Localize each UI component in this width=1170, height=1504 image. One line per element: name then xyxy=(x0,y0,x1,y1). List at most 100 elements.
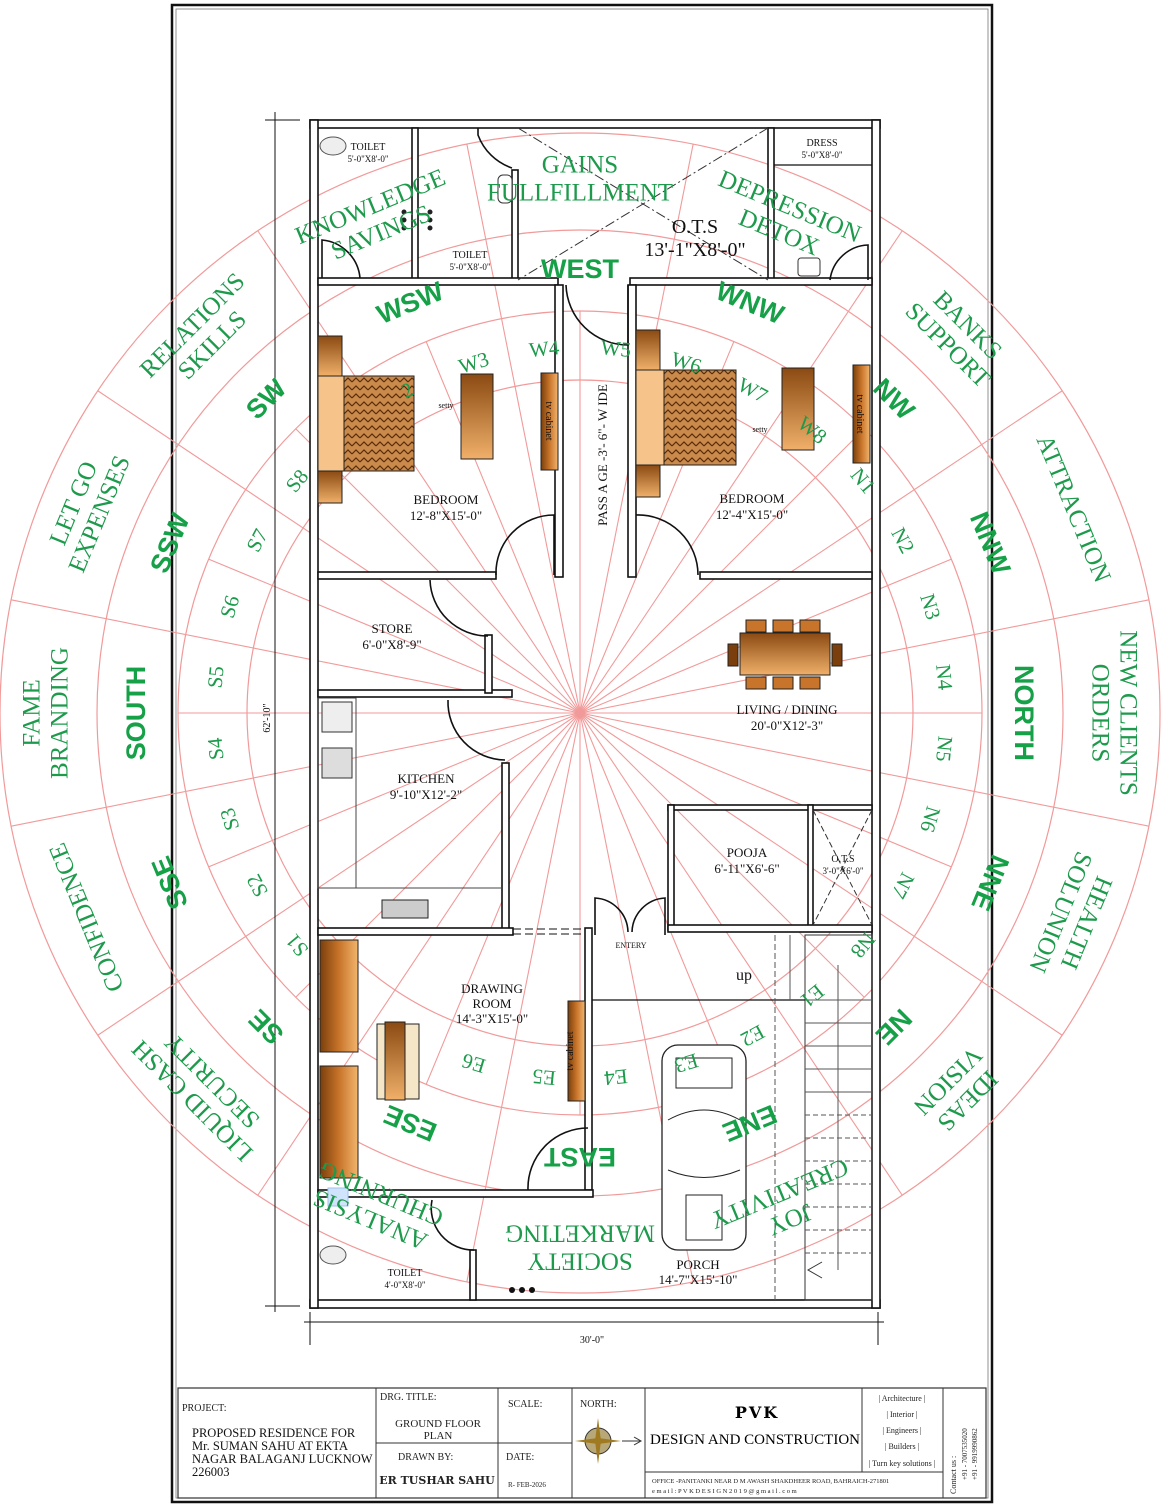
drg-title-label: DRG. TITLE: xyxy=(380,1392,436,1403)
store-size: 6'-0"X8'-9" xyxy=(362,637,421,652)
wall xyxy=(317,927,514,936)
pada-label: S1 xyxy=(281,929,314,961)
pada-label: N7 xyxy=(886,869,919,903)
car-icon xyxy=(661,1044,747,1251)
side-table xyxy=(635,329,661,371)
porch-size: 14'-7"X15'-10" xyxy=(659,1272,738,1287)
porch-label: PORCH xyxy=(676,1257,719,1272)
ots-label: O.T.S xyxy=(672,216,718,238)
room-labels: TOILET 5'-0"X8'-0" TOILET 5'-0"X8'-0" O.… xyxy=(347,138,863,1290)
kitchen-size: 9'-10"X12'-2" xyxy=(390,787,462,802)
wall xyxy=(807,804,814,931)
toilet-3-size: 4'-0"X8'-0" xyxy=(384,1280,425,1290)
chair xyxy=(772,619,794,633)
chakra-ring-outer xyxy=(0,132,1161,1294)
pada-label: N6 xyxy=(915,804,945,836)
toilet-1-label: TOILET xyxy=(351,142,386,153)
zone-boundary-line xyxy=(466,144,581,714)
bed-headboard xyxy=(635,369,667,466)
wall xyxy=(629,277,873,286)
stair-up-label: up xyxy=(736,967,752,984)
zone-attribute-label: FAME xyxy=(19,679,46,747)
zone-attribute-label: ATTRACTION xyxy=(1031,431,1116,586)
chair xyxy=(831,643,843,667)
zone-attribute-label: SOCIETY xyxy=(527,1247,633,1274)
pada-label: E5 xyxy=(531,1064,557,1090)
chair xyxy=(799,676,821,690)
entry-label: ENTERY xyxy=(615,941,646,950)
zone-direction-label: ESE xyxy=(379,1099,440,1147)
date-value: R- FEB-2026 xyxy=(508,1481,546,1489)
project-label: PROJECT: xyxy=(182,1403,227,1414)
wall xyxy=(667,804,675,931)
vastu-chakra xyxy=(0,132,1161,1294)
light-icon xyxy=(509,1287,535,1293)
door-entry-right xyxy=(631,897,666,935)
zone-direction-label: SSW xyxy=(144,509,195,578)
door-drawing xyxy=(527,1127,589,1191)
bedroom-right-label: BEDROOM xyxy=(719,491,784,506)
dress-label: DRESS xyxy=(806,138,837,149)
zone-direction-label: SW xyxy=(240,373,292,425)
door-entry-left xyxy=(594,897,629,935)
pada-label: E2 xyxy=(737,1020,769,1052)
pada-label: S4 xyxy=(203,736,229,761)
toilet-2-size: 5'-0"X8'-0" xyxy=(449,262,490,272)
pada-label: S2 xyxy=(241,870,273,901)
sheet-border xyxy=(170,3,994,1504)
toilet-2-label: TOILET xyxy=(453,250,488,261)
pada-label: N4 xyxy=(931,663,957,691)
zone-boundary-line xyxy=(11,712,581,827)
furniture: tv cabinet setty tv cabinet setty tv cab… xyxy=(317,136,871,1293)
pada-label: W7 xyxy=(734,372,772,407)
zone-attribute-label: NEW CLIENTS xyxy=(1114,630,1141,796)
depth-dimension-label: 62'-10" xyxy=(262,703,273,732)
tv-cabinet xyxy=(852,364,871,464)
door-passage xyxy=(565,284,629,346)
drawing-room-label-2: ROOM xyxy=(472,996,511,1011)
kitchen-counter xyxy=(317,697,357,889)
title-block-frame xyxy=(177,1387,987,1499)
passage-label: PASS A GE -3'- 6"- W IDE xyxy=(595,384,610,526)
wall xyxy=(309,119,881,129)
wash-basin-icon xyxy=(327,1187,349,1207)
zone-direction-label: NORTH xyxy=(1009,665,1039,761)
living-dining-label: LIVING / DINING xyxy=(736,702,837,717)
phone: +91 - 9919990862 xyxy=(971,1428,979,1480)
wall xyxy=(469,1249,477,1301)
zone-direction-label: SOUTH xyxy=(121,666,151,761)
width-dimension-label: 30'-0" xyxy=(580,1335,604,1346)
wall xyxy=(501,762,510,932)
wall xyxy=(667,924,873,933)
office-address: OFFICE -PANITANKI NEAR D M AWASH SHAKDHE… xyxy=(652,1478,889,1485)
contact-label: Contact us : xyxy=(949,1456,958,1494)
service: | Interior | xyxy=(886,1410,917,1419)
drawing-room-label-1: DRAWING xyxy=(461,981,523,996)
fridge-icon xyxy=(321,701,353,733)
ots-small-size: 3'-0"X6'-0" xyxy=(822,866,863,876)
wall xyxy=(699,571,873,580)
service: | Architecture | xyxy=(879,1394,926,1403)
tv-cabinet xyxy=(567,1000,586,1102)
door-dress xyxy=(829,244,869,281)
zone-direction-label: SSE xyxy=(146,852,194,913)
wall xyxy=(317,689,513,698)
study-table xyxy=(460,373,494,460)
chair xyxy=(727,643,739,667)
company-name: DESIGN AND CONSTRUCTION xyxy=(650,1432,860,1448)
staircase[interactable]: up xyxy=(736,934,873,1301)
pada-line xyxy=(579,712,865,998)
zone-direction-label: EAST xyxy=(543,1142,616,1172)
zone-attribute-label: GAINS xyxy=(542,152,618,179)
chair xyxy=(799,619,821,633)
shower-icon xyxy=(401,209,433,231)
stove-icon xyxy=(381,899,429,919)
zone-direction-label: SE xyxy=(243,1003,290,1050)
scale-label: SCALE: xyxy=(508,1399,542,1410)
project-line: 226003 xyxy=(192,1465,230,1479)
date-label: DATE: xyxy=(506,1452,534,1463)
zone-boundary-line xyxy=(579,390,1063,714)
wc-icon xyxy=(319,136,347,156)
pada-line xyxy=(579,428,865,714)
